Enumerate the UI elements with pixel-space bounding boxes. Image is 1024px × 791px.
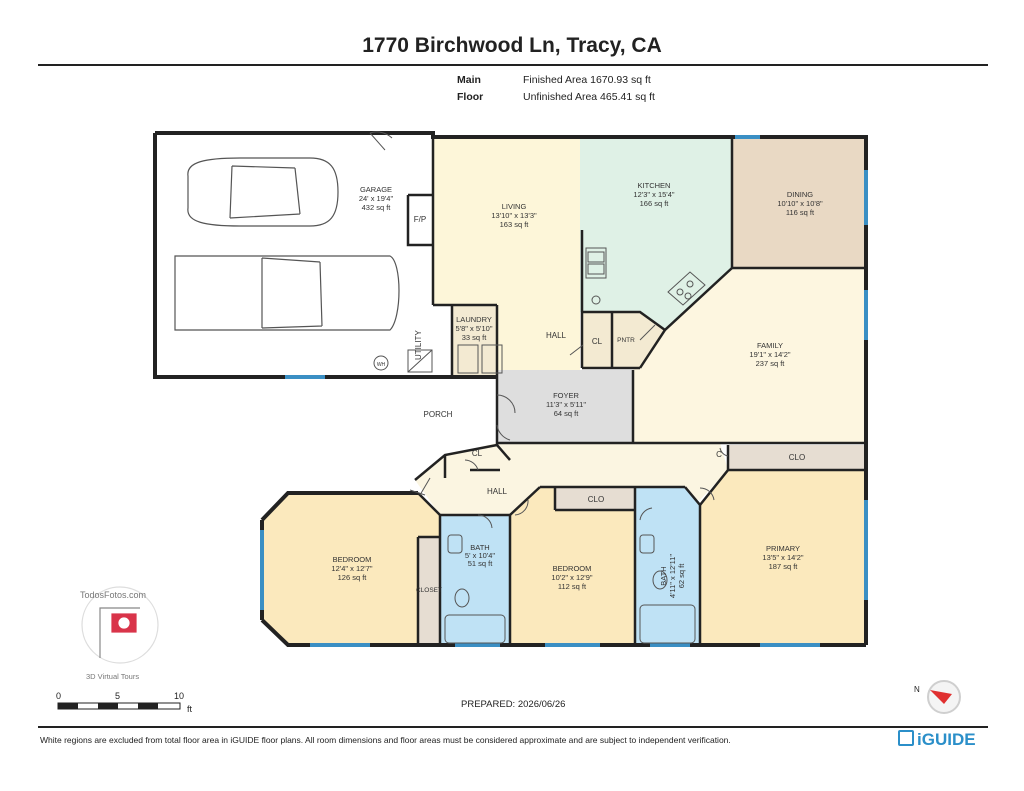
primary-closet-label: CLO (789, 453, 805, 462)
kitchen-closet-label: CL (592, 337, 603, 346)
primary-area: 187 sq ft (769, 562, 799, 571)
bedroom-left-room (262, 493, 440, 645)
bath-right-dims: 4'11" x 12'11" (668, 554, 677, 599)
footer-disclaimer: White regions are excluded from total fl… (40, 735, 731, 745)
finished-area: Finished Area 1670.93 sq ft (523, 74, 651, 86)
primary-c-label: C (716, 450, 722, 459)
bath-right-name: BATH (659, 566, 668, 585)
footer-rule (38, 726, 988, 728)
clo-primary-room (728, 445, 866, 470)
unfinished-area: Unfinished Area 465.41 sq ft (523, 91, 655, 103)
bath-left-room (440, 515, 510, 645)
kitchen-room (580, 137, 732, 330)
foyer-room (497, 370, 633, 443)
prepared-date: PREPARED: 2026/06/26 (461, 699, 566, 710)
compass-icon (927, 680, 961, 714)
hall-room (415, 443, 728, 515)
doors (369, 131, 729, 529)
primary-dims: 13'5" x 14'2" (762, 553, 803, 562)
family-dims: 19'1" x 14'2" (749, 350, 790, 359)
car-truck (174, 255, 400, 331)
pantry-label: PNTR (617, 337, 635, 344)
bedroom-left-area: 126 sq ft (338, 573, 368, 582)
bedroom-closet-label: CLO (588, 495, 604, 504)
foyer-name: FOYER (553, 391, 579, 400)
header-rule (38, 64, 988, 66)
foyer-dims: 11'3" x 5'11" (546, 400, 586, 409)
bedroom-left-name: BEDROOM (333, 555, 372, 564)
scale-bar (57, 702, 181, 710)
utility-label: UTILITY (414, 330, 423, 360)
closet-left-room (418, 537, 440, 645)
laundry-dims: 5'8" x 5'10" (456, 324, 493, 333)
foyer-area: 64 sq ft (554, 409, 580, 418)
pntr-room (612, 312, 665, 368)
scale-tick-5: 5 (115, 691, 121, 701)
bedroom-middle-dims: 10'2" x 12'9" (551, 573, 592, 582)
garage-dims: 24' x 19'4" (359, 194, 394, 203)
compass-north-label: N (914, 685, 920, 694)
dining-area: 116 sq ft (786, 208, 815, 217)
garage-area: 432 sq ft (362, 203, 392, 212)
iguide-brand-text: iGUIDE (917, 730, 976, 749)
todosfotos-logo (81, 586, 159, 664)
fireplace-label: F/P (414, 215, 426, 224)
bath-left-area: 51 sq ft (468, 559, 494, 568)
dining-room (732, 137, 866, 268)
living-name: LIVING (502, 202, 527, 211)
bedroom-middle-name: BEDROOM (553, 564, 592, 573)
dining-name: DINING (787, 190, 813, 199)
logo-brand-text: TodosFotos.com (80, 590, 147, 600)
dining-dims: 10'10" x 10'8" (777, 199, 823, 208)
primary-room (700, 470, 866, 645)
bedroom-left-dims: 12'4" x 12'7" (331, 564, 372, 573)
kitchen-area: 166 sq ft (640, 199, 670, 208)
laundry-room (452, 305, 497, 377)
cl-kitchen-room (582, 312, 612, 368)
laundry-name: LAUNDRY (456, 315, 492, 324)
bedroom-middle-area: 112 sq ft (558, 582, 587, 591)
closet-label: CLOSET (416, 587, 442, 594)
page-title: 1770 Birchwood Ln, Tracy, CA (362, 34, 662, 57)
iguide-brand: iGUIDE (898, 730, 976, 750)
hall-closet-label: CL (472, 449, 483, 458)
family-name: FAMILY (757, 341, 783, 350)
living-room (433, 137, 580, 370)
scale-tick-10: 10 (174, 691, 185, 701)
kitchen-dims: 12'3" x 15'4" (633, 190, 674, 199)
bedroom-middle-room (510, 487, 635, 645)
hall-lower-label: HALL (487, 487, 508, 496)
car-sports (187, 157, 339, 227)
porch-label: PORCH (424, 410, 453, 419)
scale-tick-0: 0 (56, 691, 62, 701)
bath-right-area: 62 sq ft (677, 563, 686, 589)
laundry-area: 33 sq ft (462, 333, 488, 342)
living-area: 163 sq ft (500, 220, 530, 229)
clo-bed2-room (555, 487, 635, 510)
bath-left-name: BATH (470, 543, 489, 552)
floor-label: Main Floor (457, 74, 484, 103)
bath-left-dims: 5' x 10'4" (465, 551, 495, 560)
windows (260, 135, 868, 647)
interior-walls (406, 137, 866, 645)
water-heater-label: WH (377, 362, 386, 368)
fixtures (373, 247, 706, 644)
kitchen-name: KITCHEN (638, 181, 671, 190)
garage-name: GARAGE (360, 185, 392, 194)
family-area: 237 sq ft (756, 359, 786, 368)
hall-upper-label: HALL (546, 331, 567, 340)
living-dims: 13'10" x 13'3" (491, 211, 537, 220)
iguide-icon (898, 730, 914, 746)
family-room (633, 268, 866, 443)
scale-unit: ft (187, 704, 193, 714)
logo-tagline: 3D Virtual Tours (86, 672, 140, 681)
primary-name: PRIMARY (766, 544, 800, 553)
garage-room (155, 133, 433, 377)
